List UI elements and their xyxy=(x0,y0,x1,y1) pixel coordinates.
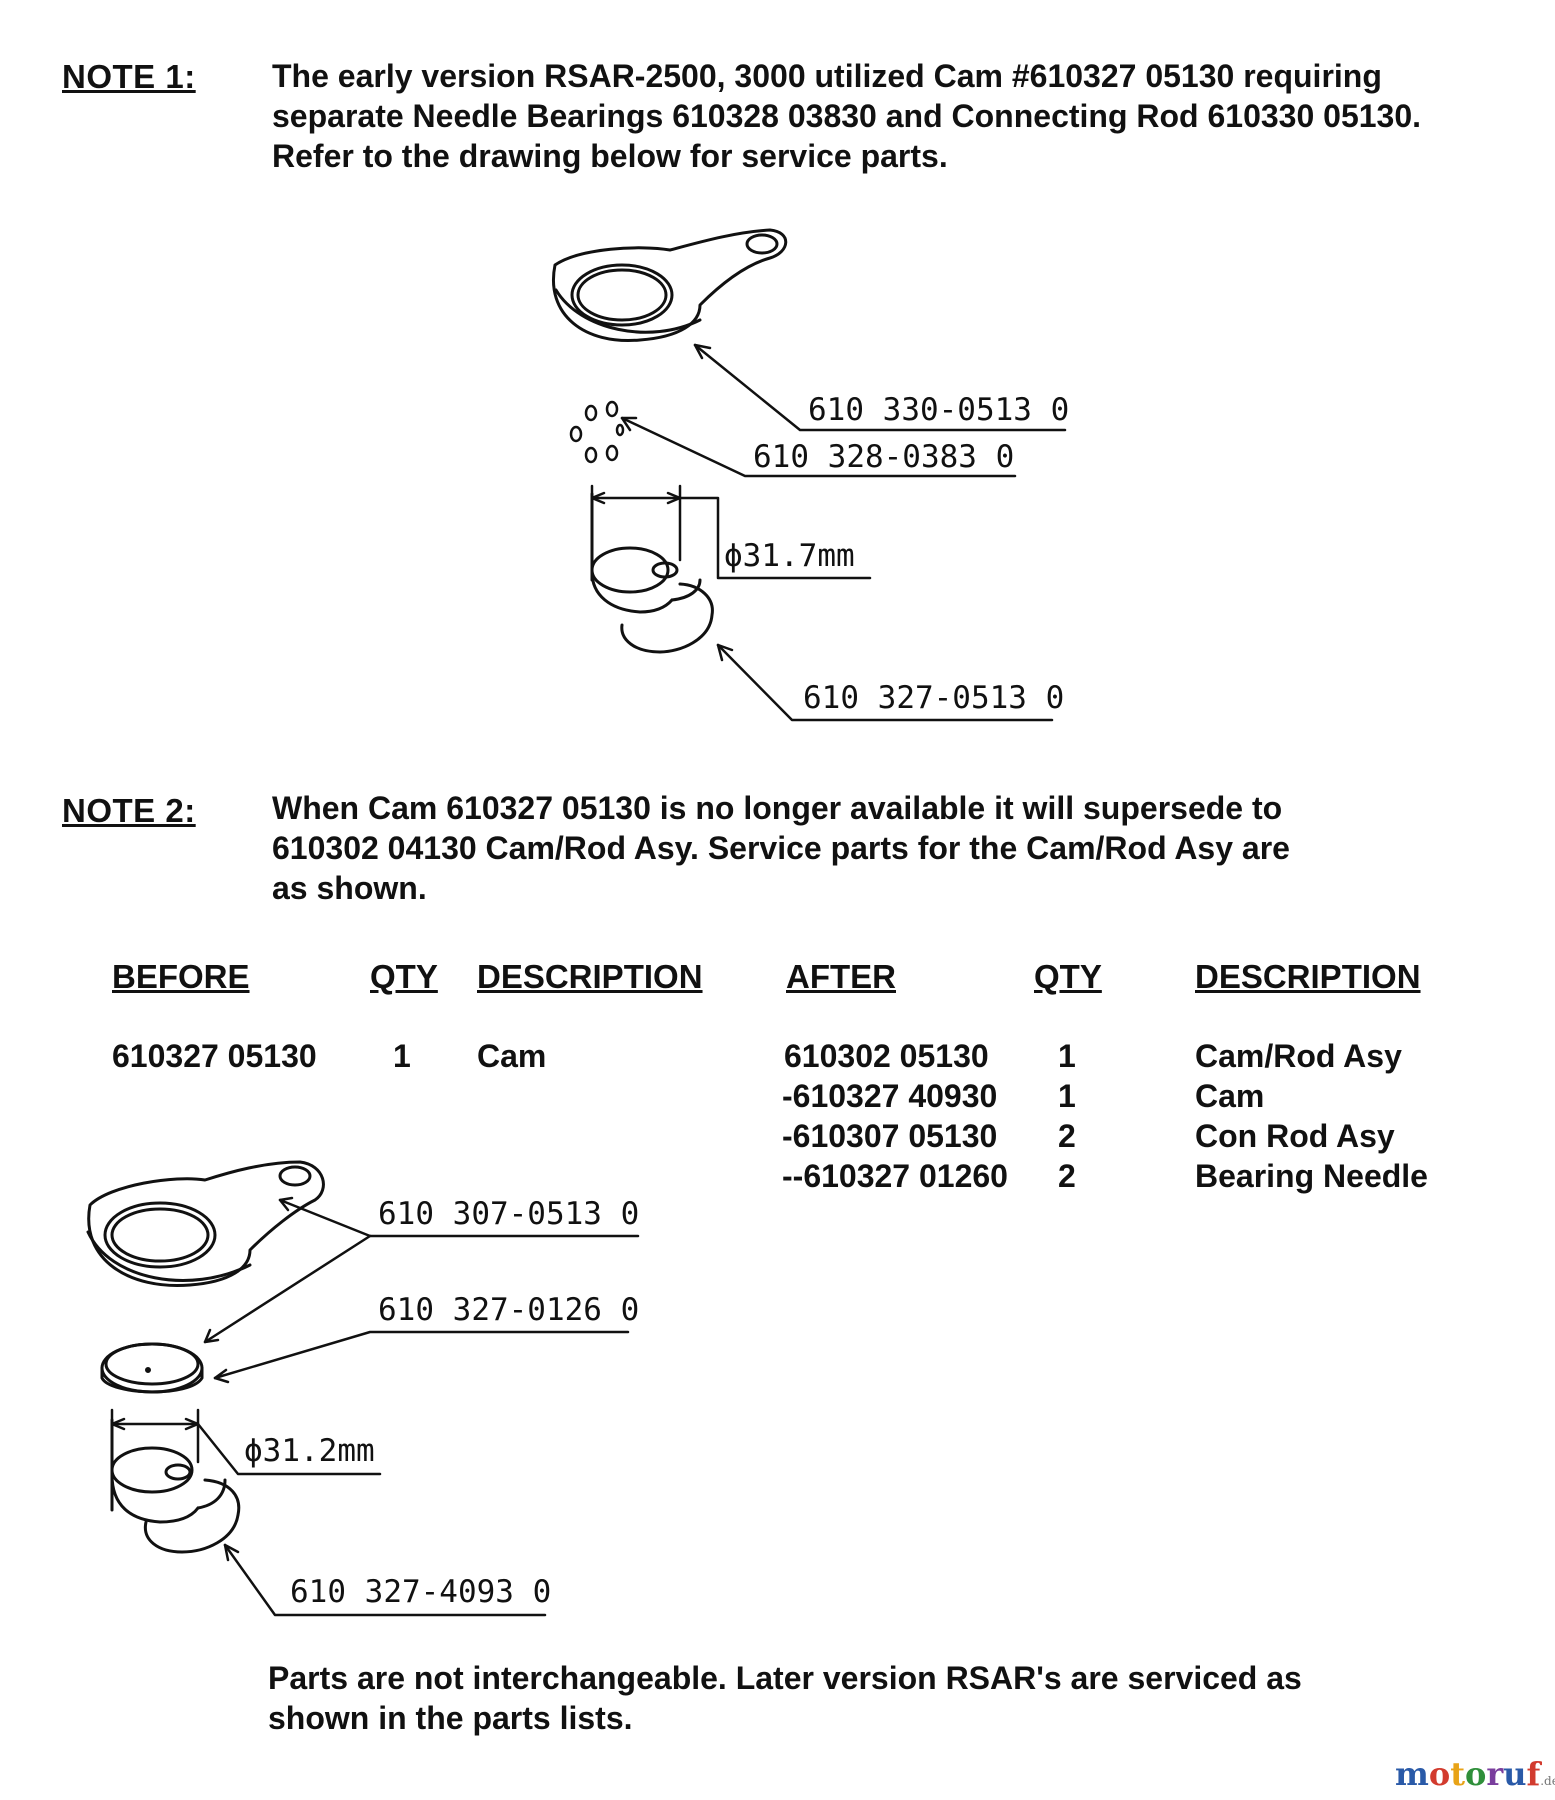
logo-letter: r xyxy=(1486,1755,1504,1793)
note2-label: NOTE 2: xyxy=(62,792,196,829)
before-part-number: 610327 05130 xyxy=(112,1038,317,1074)
logo-suffix: .de xyxy=(1540,1774,1555,1788)
callout-early-bearing: 610 328-0383 0 xyxy=(753,439,1015,475)
before-description: Cam xyxy=(477,1038,547,1074)
note2-line-3: as shown. xyxy=(272,870,427,906)
after-row-4-part: --610327 01260 xyxy=(782,1158,1008,1194)
note2-text: When Cam 610327 05130 is no longer avail… xyxy=(272,788,1290,908)
after-row-3-part: -610307 05130 xyxy=(782,1118,998,1154)
note1-line-2: separate Needle Bearings 610328 03830 an… xyxy=(272,98,1422,134)
after-row-3-qty: 2 xyxy=(1058,1118,1076,1154)
logo-letter: m xyxy=(1395,1755,1429,1793)
header-after: AFTER xyxy=(786,958,896,995)
header-description-before: DESCRIPTION xyxy=(477,958,703,995)
before-qty: 1 xyxy=(393,1038,411,1074)
after-row-1-part: 610302 05130 xyxy=(784,1038,989,1074)
after-row-4-desc: Bearing Needle xyxy=(1195,1158,1428,1194)
connecting-rod-early xyxy=(552,228,788,343)
logo-letters: motoruf xyxy=(1395,1755,1540,1793)
needle-bearings-early xyxy=(569,400,625,464)
note1-label: NOTE 1: xyxy=(62,58,196,95)
cam-later xyxy=(110,1418,241,1554)
after-row-2-part: -610327 40930 xyxy=(782,1078,998,1114)
logo-letter: o xyxy=(1464,1755,1487,1793)
header-qty-after: QTY xyxy=(1034,958,1102,995)
leaders-later xyxy=(203,1196,640,1617)
note2-line-2: 610302 04130 Cam/Rod Asy. Service parts … xyxy=(272,830,1290,866)
header-description-after: DESCRIPTION xyxy=(1195,958,1421,995)
footer-line-1: Parts are not interchangeable. Later ver… xyxy=(268,1660,1302,1696)
note2-line-1: When Cam 610327 05130 is no longer avail… xyxy=(272,790,1283,826)
callout-later-cam: 610 327-4093 0 xyxy=(290,1574,552,1610)
callout-early-rod: 610 330-0513 0 xyxy=(808,392,1070,428)
after-row-3-desc: Con Rod Asy xyxy=(1195,1118,1395,1154)
bearing-ring-later xyxy=(100,1342,204,1394)
motoruf-logo: motoruf.de xyxy=(1395,1755,1555,1793)
after-row-2-qty: 1 xyxy=(1058,1078,1076,1114)
callout-early-cam: 610 327-0513 0 xyxy=(803,680,1065,716)
callout-later-diameter: ϕ31.2mm xyxy=(244,1433,375,1469)
cam-early xyxy=(590,492,714,654)
footer-line-2: shown in the parts lists. xyxy=(268,1700,633,1736)
callout-later-rod: 610 307-0513 0 xyxy=(378,1196,640,1232)
after-row-4-qty: 2 xyxy=(1058,1158,1076,1194)
note1-line-3: Refer to the drawing below for service p… xyxy=(272,138,948,174)
logo-letter: t xyxy=(1450,1755,1465,1793)
callout-later-bearing: 610 327-0126 0 xyxy=(378,1292,640,1328)
connecting-rod-later xyxy=(86,1160,325,1288)
after-row-1-desc: Cam/Rod Asy xyxy=(1195,1038,1402,1074)
logo-letter: f xyxy=(1526,1755,1541,1793)
header-qty-before: QTY xyxy=(370,958,438,995)
header-before: BEFORE xyxy=(112,958,250,995)
after-row-2-desc: Cam xyxy=(1195,1078,1265,1114)
after-row-1-qty: 1 xyxy=(1058,1038,1076,1074)
note1-text: The early version RSAR-2500, 3000 utiliz… xyxy=(272,56,1421,176)
logo-letter: o xyxy=(1428,1755,1451,1793)
logo-letter: u xyxy=(1503,1755,1527,1793)
note1-line-1: The early version RSAR-2500, 3000 utiliz… xyxy=(272,58,1382,94)
footer-text: Parts are not interchangeable. Later ver… xyxy=(268,1658,1302,1738)
callout-early-diameter: ϕ31.7mm xyxy=(724,538,855,574)
